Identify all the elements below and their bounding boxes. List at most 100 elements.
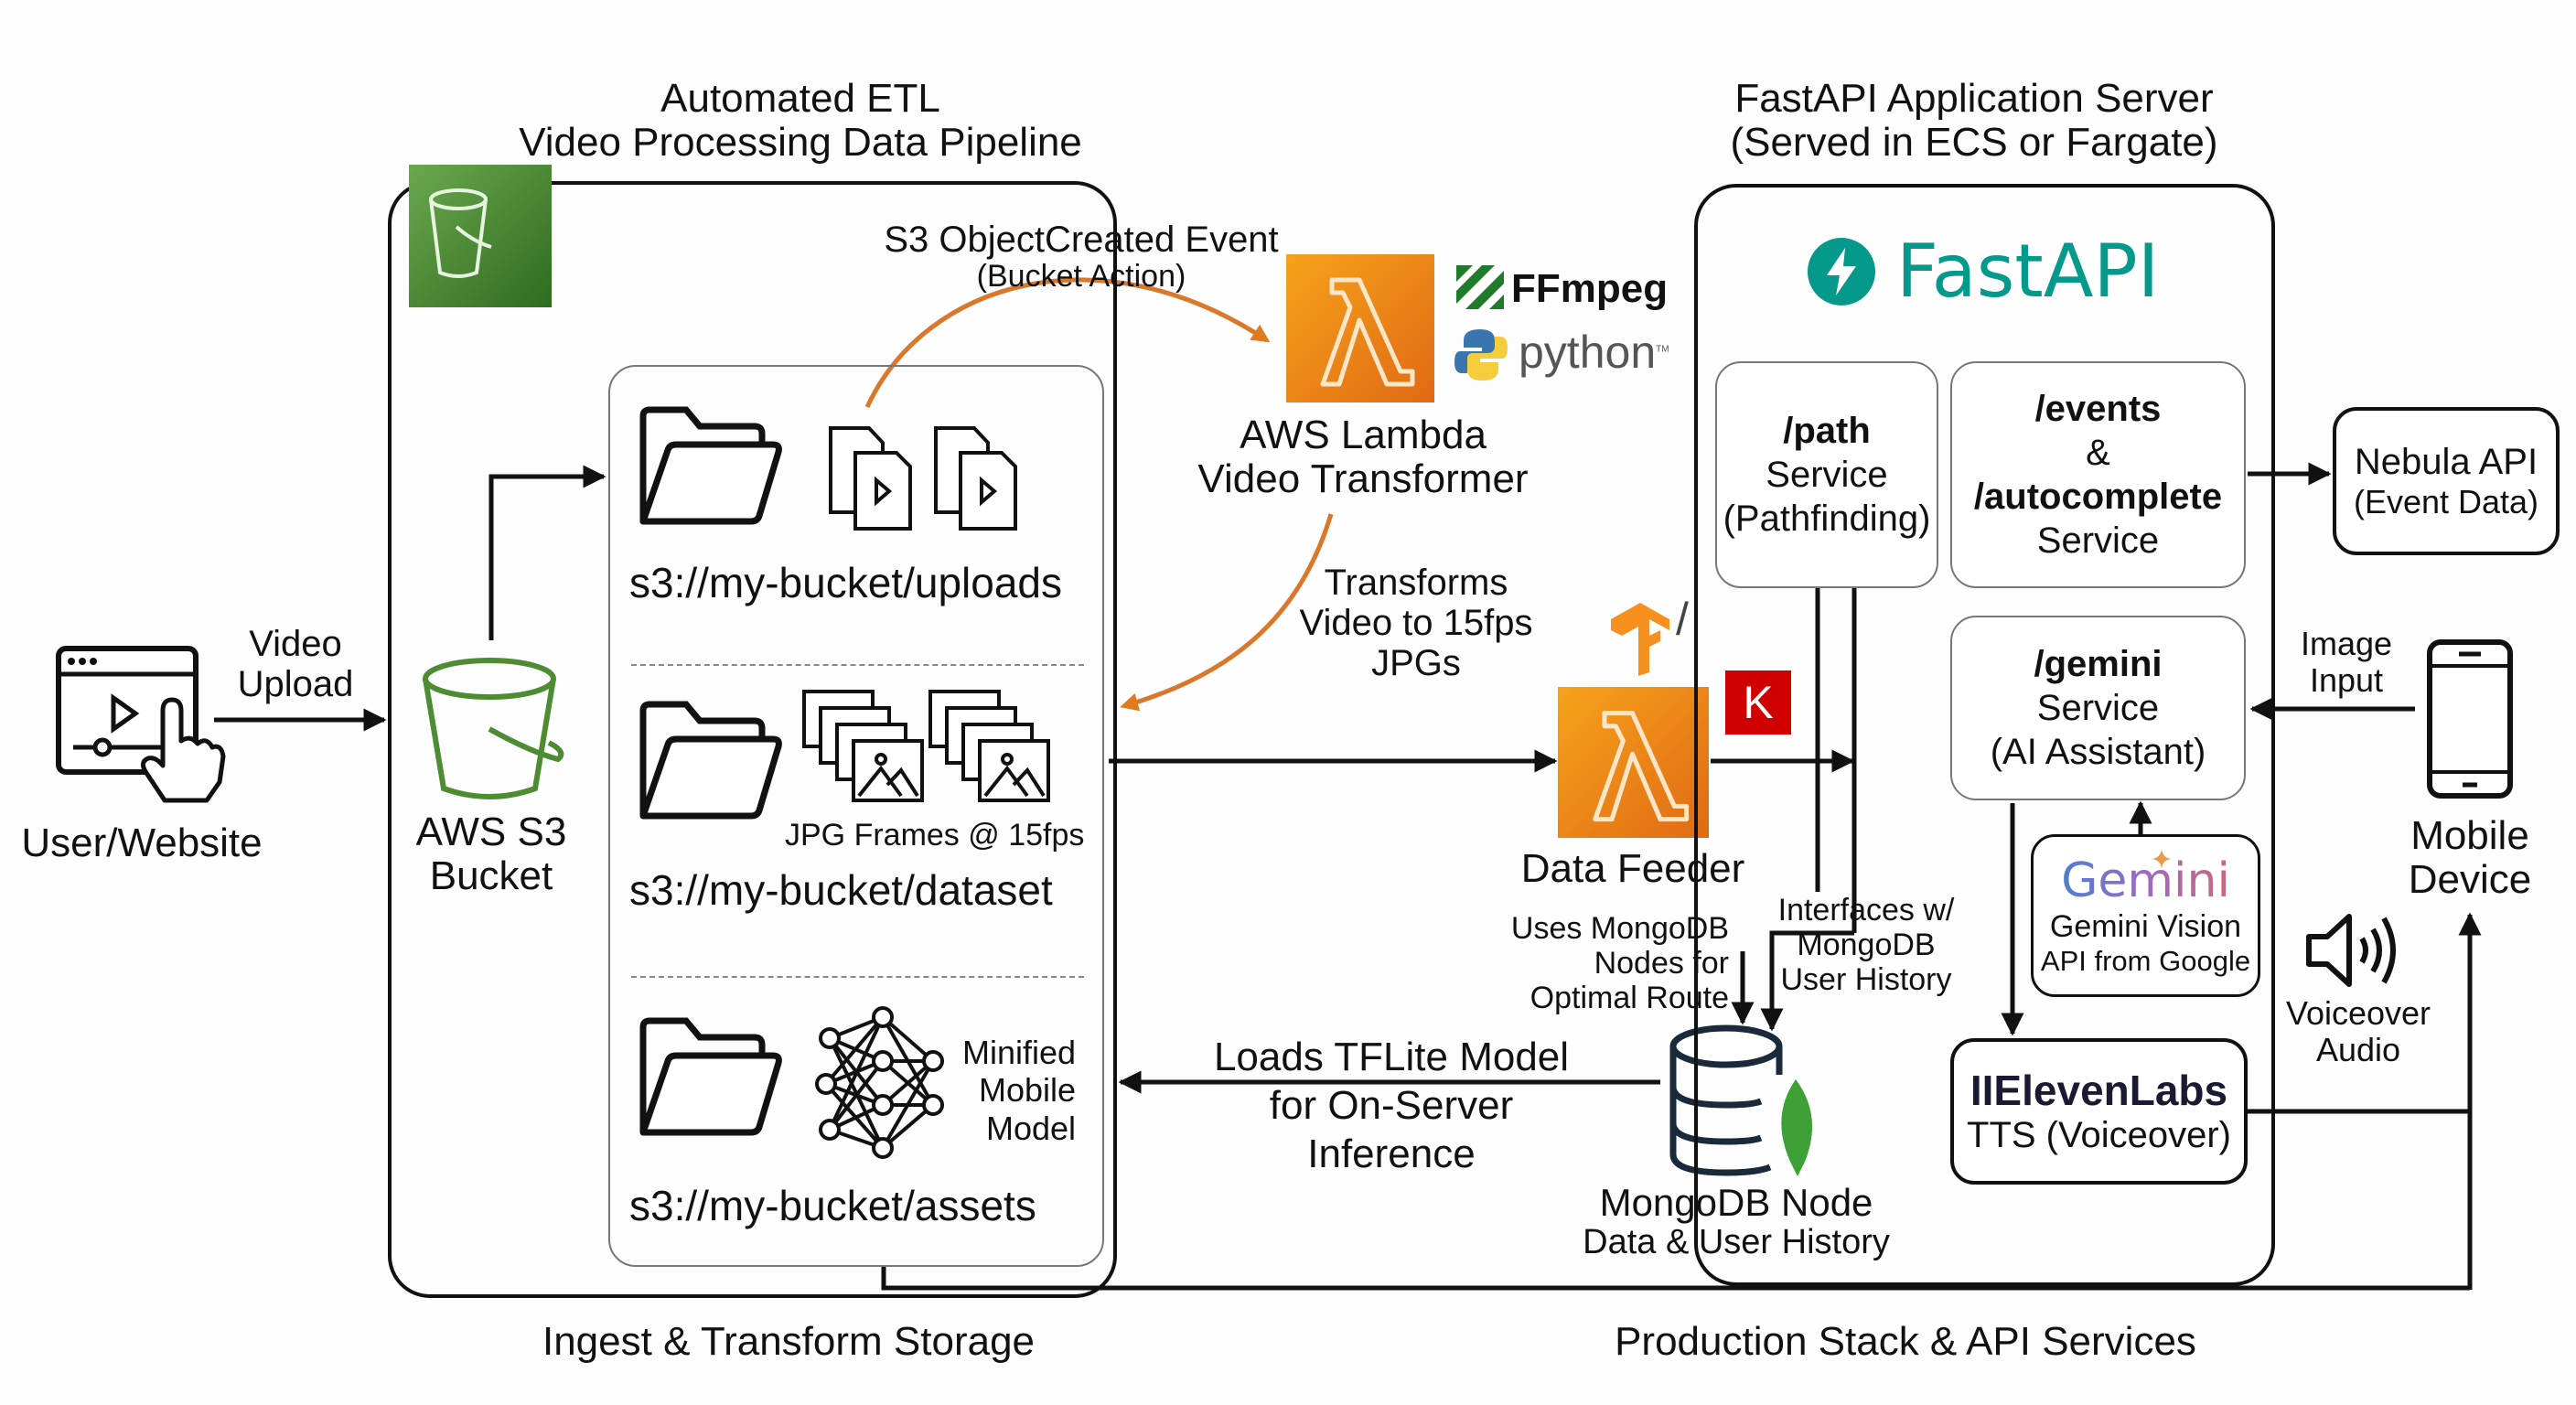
- events-service-line4: Service: [2036, 520, 2160, 561]
- caption-line: Model: [986, 1109, 1077, 1147]
- nebula-line2: (Event Data): [2353, 483, 2539, 521]
- fastapi-bolt-icon: [1808, 237, 1875, 306]
- python-logo-icon: [1454, 329, 1508, 381]
- tflite-line: Inference: [1307, 1131, 1476, 1176]
- s3-label-line2: Bucket: [429, 853, 553, 899]
- fastapi-logo-text: FastAPI: [1896, 229, 2160, 314]
- s3-event-line1: S3 ObjectCreated Event: [884, 220, 1279, 260]
- interfaces-mongodb-label: Interfaces w/ MongoDB User History: [1778, 893, 1955, 997]
- s3-to-uploads-arrow: [488, 465, 606, 640]
- elevenlabs-line2: TTS (Voiceover): [1967, 1115, 2231, 1156]
- bottom-left-caption: Ingest & Transform Storage: [542, 1319, 1036, 1364]
- gemini-sparkle-icon: [2152, 849, 2172, 869]
- gemini-service-box: /gemini Service (AI Assistant): [1950, 616, 2246, 800]
- feeder-slash: /: [1676, 594, 1689, 645]
- data-feeder-label: Data Feeder: [1520, 846, 1745, 891]
- nebula-line1: Nebula API: [2354, 442, 2538, 483]
- python-tm: TM: [1656, 344, 1669, 355]
- ffmpeg-label: FFmpeg: [1511, 266, 1669, 311]
- lambda-line2: Video Transformer: [1197, 456, 1529, 502]
- image-input-label: Image Input: [2301, 626, 2392, 698]
- s3-service-badge: [409, 165, 552, 307]
- elevenlabs-box: IIElevenLabs TTS (Voiceover): [1950, 1038, 2248, 1185]
- fastapi-section-title: FastAPI Application Server (Served in EC…: [1730, 76, 2218, 166]
- lambda-icon: [1593, 710, 1690, 822]
- folder-icon: [639, 406, 782, 525]
- mongodb-line1: MongoDB Node: [1599, 1181, 1873, 1224]
- s3-event-arrow: [864, 277, 1271, 409]
- transform-line: JPGs: [1371, 643, 1461, 683]
- mobile-device-label: Mobile Device: [2409, 813, 2532, 903]
- gemini-api-line2: API from Google: [2040, 944, 2251, 977]
- lambda-transformer-label: AWS Lambda Video Transformer: [1197, 413, 1528, 502]
- s3-event-label: S3 ObjectCreated Event (Bucket Action): [884, 220, 1278, 294]
- events-service-title: /events: [2034, 389, 2162, 429]
- video-file-icon: [829, 426, 1017, 531]
- storage-divider-1: [631, 664, 1084, 666]
- path-service-box: /path Service (Pathfinding): [1715, 361, 1938, 588]
- s3-label: AWS S3 Bucket: [416, 810, 567, 899]
- video-upload-label: Video Upload: [238, 624, 354, 704]
- s3-bucket-icon: [429, 188, 492, 278]
- bottom-right-caption: Production Stack & API Services: [1615, 1319, 2196, 1364]
- path-service-title: /path: [1783, 411, 1871, 451]
- fastapi-logo: FastAPI: [1807, 229, 2159, 314]
- fastapi-container: [1694, 184, 2275, 1286]
- tflite-arrow-label: Loads TFLite Model for On-Server Inferen…: [1214, 1034, 1569, 1178]
- data-feeder-badge: [1558, 687, 1709, 838]
- path-service-line3: (Pathfinding): [1723, 499, 1931, 539]
- neural-network-icon: [815, 1006, 944, 1159]
- transform-arrow: [1120, 513, 1334, 712]
- voiceover-line2: Audio: [2315, 1030, 2401, 1068]
- python-text: python: [1519, 327, 1657, 378]
- bottom-bus-line: [881, 1267, 2470, 1291]
- path-to-mongo-arrow: [1760, 930, 1854, 1032]
- etl-title-line2: Video Processing Data Pipeline: [519, 120, 1082, 166]
- autocomplete-service-title: /autocomplete: [1973, 477, 2223, 517]
- video-upload-line1: Video: [249, 624, 342, 664]
- gemini-api-line1: Gemini Vision: [2049, 908, 2242, 944]
- storage-divider-2: [631, 976, 1084, 978]
- tflite-line: for On-Server: [1269, 1082, 1514, 1128]
- image-input-line2: Input: [2309, 660, 2384, 699]
- video-upload-line2: Upload: [237, 664, 354, 704]
- mongodb-line2: Data & User History: [1583, 1223, 1890, 1262]
- user-website-label: User/Website: [21, 820, 263, 865]
- transform-arrow-label: Transforms Video to 15fps JPGs: [1299, 563, 1532, 683]
- caption-line: Mobile: [979, 1071, 1077, 1110]
- gemini-service-title: /gemini: [2034, 644, 2163, 684]
- gemini-service-line2: Service: [2036, 688, 2160, 728]
- events-service-amp: &: [2086, 433, 2110, 473]
- fastapi-title-line2: (Served in ECS or Fargate): [1730, 120, 2218, 166]
- mongodb-database-icon: [1669, 1024, 1812, 1176]
- gemini-service-line3: (AI Assistant): [1990, 732, 2206, 772]
- events-service-box: /events & /autocomplete Service: [1950, 361, 2246, 588]
- tensorflow-logo-icon: [1611, 603, 1669, 676]
- transform-line: Transforms: [1324, 563, 1508, 603]
- uploads-path: s3://my-bucket/uploads: [629, 559, 1063, 606]
- nebula-api-box: Nebula API (Event Data): [2333, 407, 2560, 555]
- uses-mongodb-line: Nodes for: [1594, 946, 1729, 981]
- assets-path: s3://my-bucket/assets: [629, 1182, 1036, 1229]
- caption-line: Minified: [962, 1034, 1077, 1071]
- lambda-icon: [1320, 277, 1415, 387]
- speaker-icon: [2306, 914, 2396, 987]
- etl-title-line1: Automated ETL: [660, 76, 940, 121]
- interfaces-line: User History: [1780, 962, 1952, 998]
- gemini-api-box: Gemini Gemini Vision API from Google: [2031, 834, 2260, 997]
- interfaces-line: Interfaces w/: [1777, 893, 1955, 928]
- s3-event-line2: (Bucket Action): [976, 259, 1186, 294]
- mongodb-label: MongoDB Node Data & User History: [1583, 1181, 1890, 1262]
- uses-mongodb-line: Uses MongoDB: [1510, 911, 1729, 946]
- lambda-line1: AWS Lambda: [1240, 413, 1487, 457]
- tflite-line: Loads TFLite Model: [1213, 1035, 1570, 1079]
- interfaces-line: MongoDB: [1797, 928, 1936, 963]
- elevenlabs-logo: IIElevenLabs: [1970, 1066, 2228, 1114]
- fastapi-title-line1: FastAPI Application Server: [1734, 76, 2214, 121]
- mobile-phone-icon: [2427, 639, 2513, 799]
- jpg-frames-caption: JPG Frames @ 15fps: [785, 818, 1085, 853]
- gemini-logo: Gemini: [2061, 853, 2230, 908]
- storage-container: [608, 365, 1104, 1267]
- lambda-transformer-badge: [1286, 254, 1434, 402]
- folder-icon: [639, 1017, 782, 1136]
